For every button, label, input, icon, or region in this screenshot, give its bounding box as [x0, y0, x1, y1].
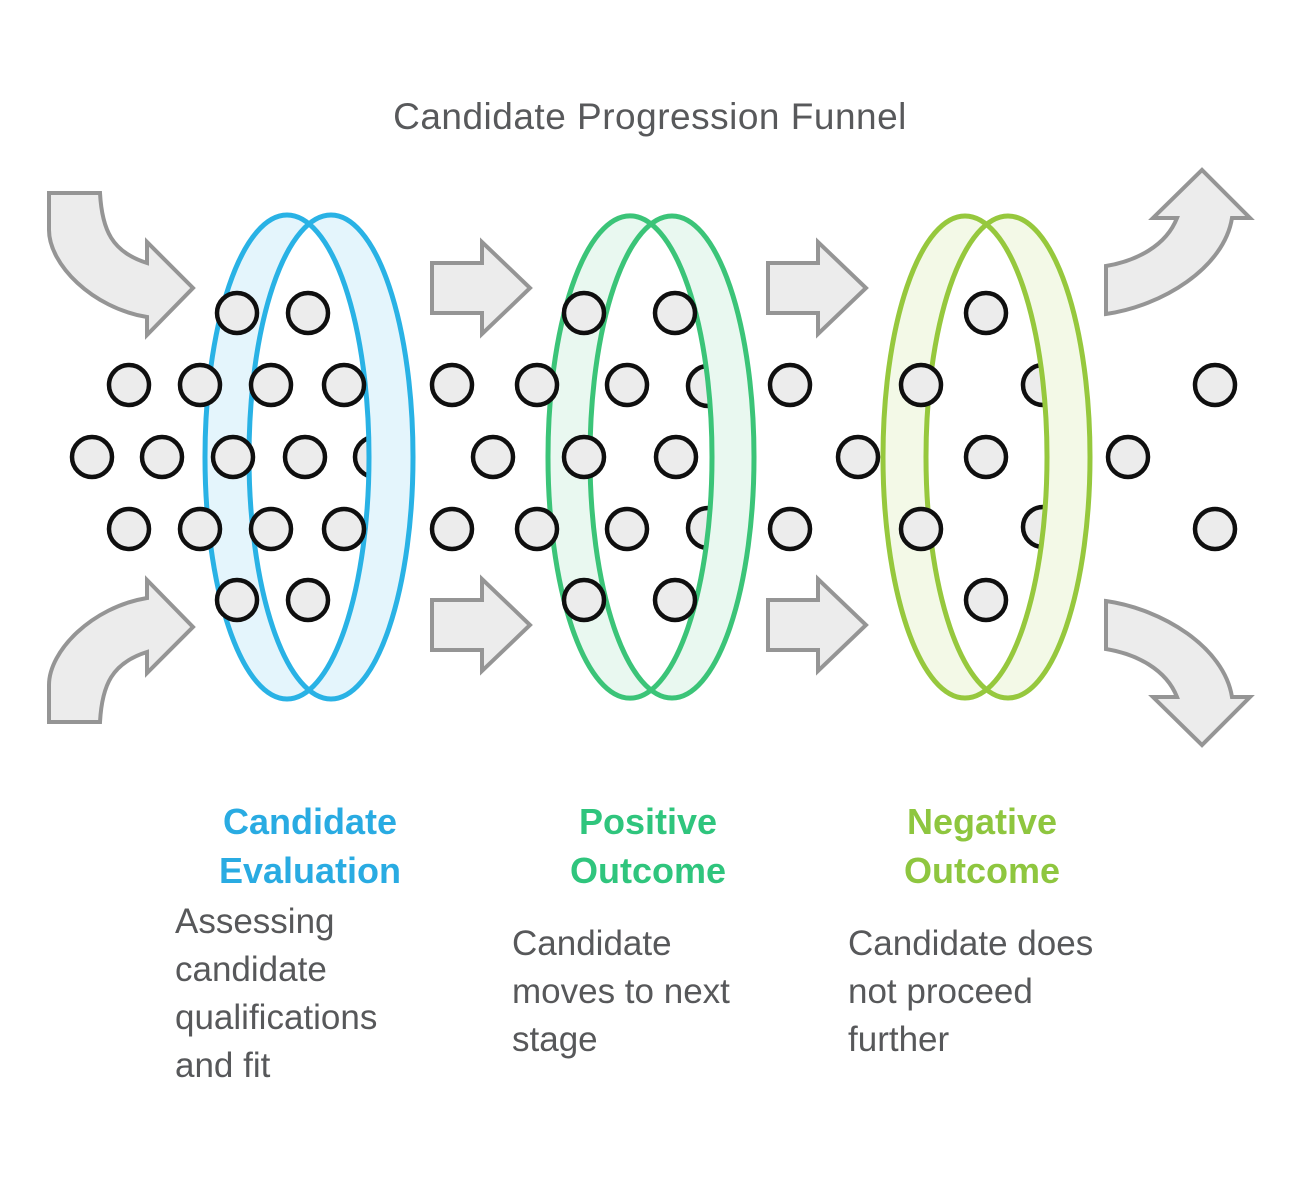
candidate-dot: [69, 434, 115, 480]
candidate-dot: [514, 362, 560, 408]
stage-description-positive-outcome: Candidate moves to next stage: [512, 924, 730, 1059]
candidate-dot: [429, 362, 475, 408]
candidate-dot: [1192, 362, 1238, 408]
candidate-dot: [282, 434, 328, 480]
candidate-dot: [429, 506, 475, 552]
candidate-dot: [1105, 434, 1151, 480]
stage-description-negative-outcome: Candidate does not proceed further: [848, 924, 1094, 1059]
stage-heading-candidate-evaluation: Candidate Evaluation: [218, 801, 402, 891]
candidate-dot: [652, 577, 698, 623]
candidate-dot: [604, 362, 650, 408]
candidate-dot: [514, 506, 560, 552]
candidate-dot: [835, 434, 881, 480]
stage-arrow-bottom-2-icon: [766, 574, 869, 676]
candidate-dot: [214, 577, 260, 623]
stage-arrow-bottom-1-icon: [430, 574, 533, 676]
candidate-dot: [106, 506, 152, 552]
candidate-dot: [767, 506, 813, 552]
outflow-arrow-top-right-icon: [1104, 167, 1255, 317]
candidate-dot: [963, 434, 1009, 480]
candidate-dot: [963, 577, 1009, 623]
candidate-dot: [177, 506, 223, 552]
ring-negative-outcome: [880, 213, 1093, 701]
candidate-dot: [604, 506, 650, 552]
candidate-dot: [470, 434, 516, 480]
candidate-dot: [963, 290, 1009, 336]
stage-heading-positive-outcome: Positive Outcome: [569, 801, 727, 891]
candidate-dot: [248, 506, 294, 552]
stage-arrow-top-2-icon: [766, 237, 869, 339]
candidate-dot: [767, 362, 813, 408]
inflow-arrow-top-left-icon: [47, 191, 196, 340]
candidate-dot: [285, 577, 331, 623]
candidate-dot: [898, 362, 944, 408]
page-title: Candidate Progression Funnel: [393, 96, 907, 137]
candidate-dot: [561, 290, 607, 336]
candidate-dot: [898, 506, 944, 552]
candidate-dot: [214, 290, 260, 336]
outflow-arrow-bottom-right-icon: [1104, 598, 1255, 748]
candidate-dot: [653, 434, 699, 480]
stage-heading-negative-outcome: Negative Outcome: [903, 801, 1061, 891]
candidate-dot: [1192, 506, 1238, 552]
candidate-dot: [285, 290, 331, 336]
candidate-dot: [139, 434, 185, 480]
candidate-dot: [106, 362, 152, 408]
candidate-dot: [248, 362, 294, 408]
candidate-dot: [561, 577, 607, 623]
ring-positive-outcome: [545, 213, 757, 701]
inflow-arrow-bottom-left-icon: [47, 575, 196, 724]
stage-arrow-top-1-icon: [430, 237, 533, 339]
candidate-dot: [210, 434, 256, 480]
candidate-dot: [652, 290, 698, 336]
candidate-dot: [177, 362, 223, 408]
stage-description-candidate-evaluation: Assessing candidate qualifications and f…: [175, 902, 378, 1085]
candidate-dots-layer: [69, 290, 1238, 623]
candidate-dot: [561, 434, 607, 480]
funnel-rings: [202, 212, 1093, 702]
flow-arrows: [47, 167, 1255, 748]
ring-candidate-evaluation: [202, 212, 416, 702]
candidate-dot: [321, 506, 367, 552]
candidate-dot: [321, 362, 367, 408]
